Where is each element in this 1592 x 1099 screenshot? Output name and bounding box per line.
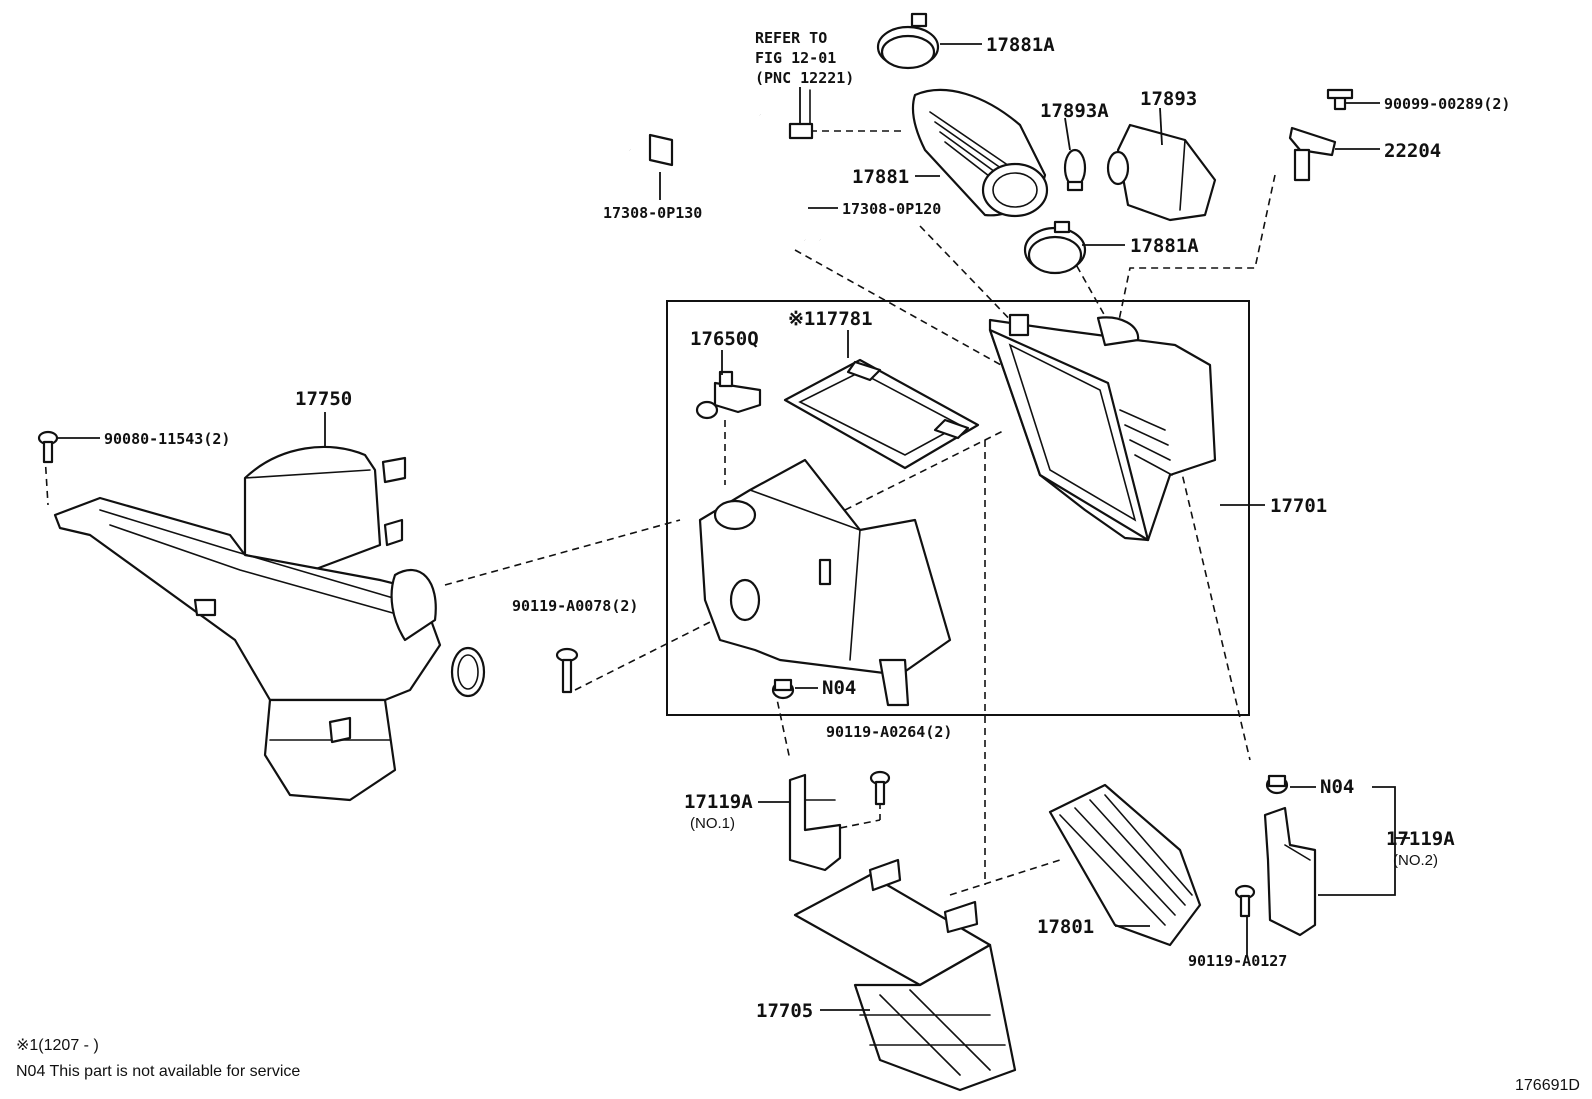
- air-cleaner-cap-drawing: [988, 313, 1217, 542]
- leader-lines: [58, 43, 1410, 1011]
- valve-drawing: [695, 370, 762, 420]
- label-90119-a0078: 90119-A0078(2): [512, 597, 638, 615]
- grommet-center-drawing: [771, 678, 795, 700]
- tray-drawing: [793, 858, 1017, 1092]
- assembly-frame: [666, 300, 1250, 716]
- dashed-connectors: [44, 130, 1276, 896]
- intake-duct-drawing: [53, 445, 486, 802]
- airflow-sensor-drawing: [1288, 88, 1354, 182]
- label-n04-center: N04: [822, 677, 856, 699]
- label-90099: 90099-00289(2): [1384, 95, 1510, 113]
- label-17119a-no1-sub: (NO.1): [690, 815, 735, 832]
- label-17705: 17705: [756, 1000, 813, 1022]
- label-17119a-no2: 17119A: [1386, 828, 1455, 850]
- resonator-drawing: [1106, 123, 1217, 222]
- label-22204: 22204: [1384, 140, 1441, 162]
- air-cleaner-case-drawing: [698, 458, 952, 707]
- label-17893: 17893: [1140, 88, 1197, 110]
- clamp-bottom-drawing: [1023, 220, 1087, 275]
- label-refer-line1: REFER TO: [755, 29, 827, 47]
- label-90119-a0264: 90119-A0264(2): [826, 723, 952, 741]
- small-clamp-drawing: [1063, 148, 1087, 192]
- bracket-no1-drawing: [788, 773, 842, 872]
- clamp-top-drawing: [876, 12, 940, 70]
- bolt-a0078-drawing: [555, 647, 579, 694]
- vent-hoses-drawing: [629, 89, 822, 242]
- label-17650q: 17650Q: [690, 328, 759, 350]
- part-labels: 17881A REFER TO FIG 12-01 (PNC 12221) 17…: [104, 29, 1510, 1022]
- figure-id: 176691D: [1515, 1077, 1580, 1094]
- filter-element-drawing: [1048, 783, 1202, 947]
- label-17119a-no1: 17119A: [684, 791, 753, 813]
- label-refer-line2: FIG 12-01: [755, 49, 836, 67]
- label-90119-a0127: 90119-A0127: [1188, 952, 1287, 970]
- label-90080: 90080-11543(2): [104, 430, 230, 448]
- label-17881: 17881: [852, 166, 909, 188]
- intake-hose-drawing: [911, 88, 1049, 218]
- label-17308-0p130: 17308-0P130: [603, 204, 702, 222]
- label-17119a-no2-sub: (NO.2): [1393, 852, 1438, 869]
- bolt-90080-drawing: [37, 430, 59, 464]
- label-17781: ※117781: [788, 308, 873, 330]
- bracket-no2-drawing: [1234, 806, 1317, 937]
- gasket-drawing: [783, 358, 980, 470]
- grommet-right-drawing: [1265, 774, 1289, 795]
- label-17893a: 17893A: [1040, 100, 1109, 122]
- footnotes: ※1(1207 - ) N04 This part is not availab…: [16, 1037, 1580, 1094]
- label-17801: 17801: [1037, 916, 1094, 938]
- bolt-a0264-drawing: [869, 770, 891, 806]
- label-17750: 17750: [295, 388, 352, 410]
- label-refer-line3: (PNC 12221): [755, 69, 854, 87]
- label-17308-0p120: 17308-0P120: [842, 200, 941, 218]
- label-n04-right: N04: [1320, 776, 1354, 798]
- label-17881a-top: 17881A: [986, 34, 1055, 56]
- footnote-revision: ※1(1207 - ): [16, 1037, 99, 1054]
- label-17701: 17701: [1270, 495, 1327, 517]
- label-17881a-bottom: 17881A: [1130, 235, 1199, 257]
- footnote-n04: N04 This part is not available for servi…: [16, 1063, 300, 1080]
